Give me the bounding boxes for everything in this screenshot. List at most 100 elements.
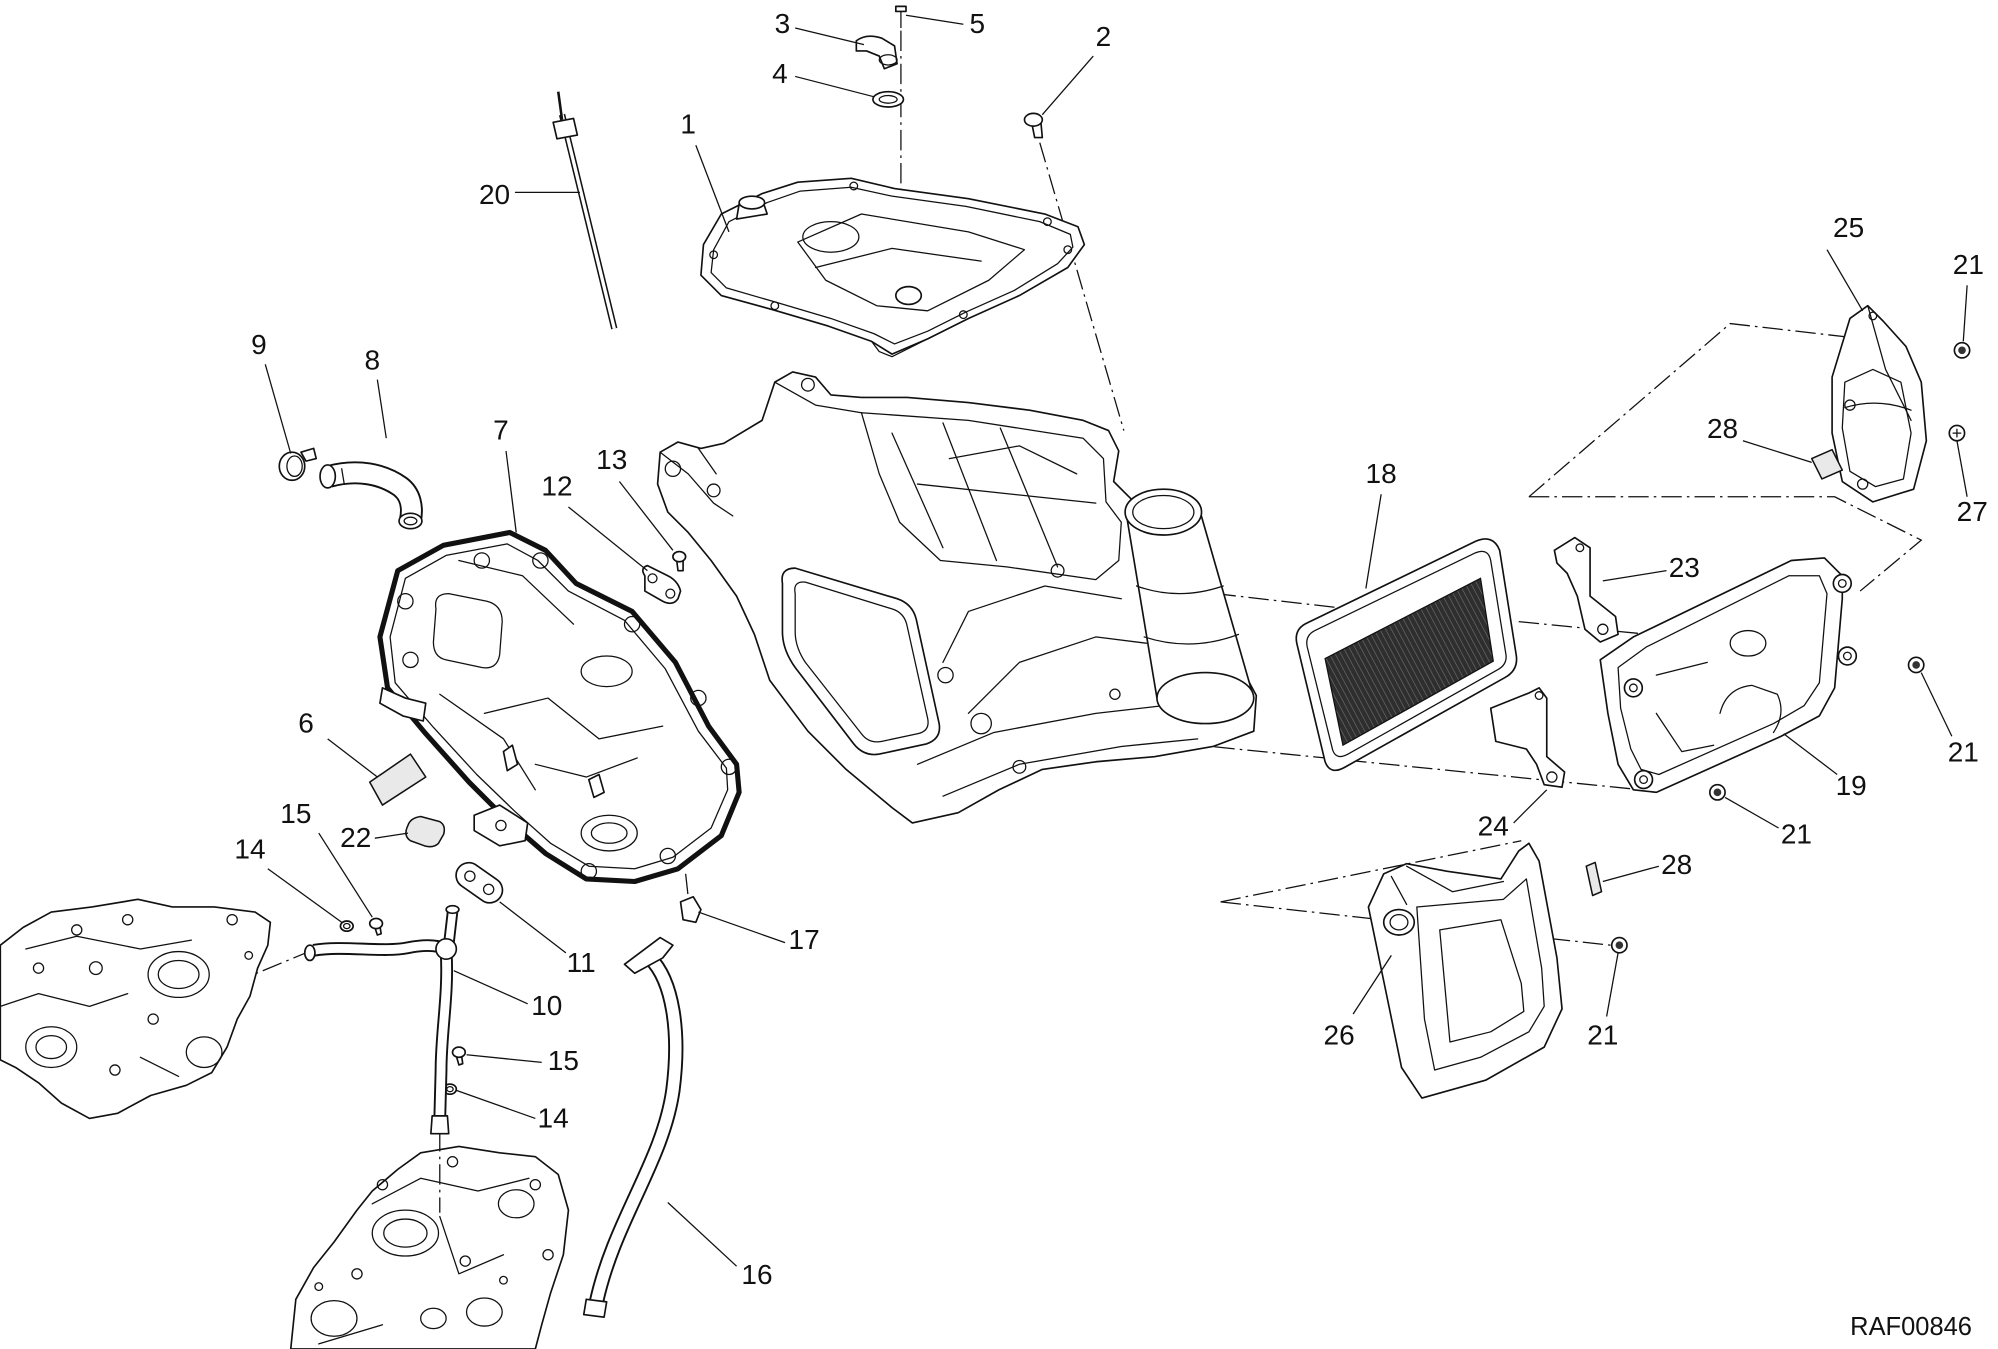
leader-line <box>456 1089 536 1120</box>
leader-line <box>1826 249 1864 312</box>
callout-label: 23 <box>1669 552 1700 583</box>
air-box-side-cover <box>377 529 742 885</box>
hose-screw-upper <box>368 917 384 936</box>
adhesive-pad-upper <box>1810 448 1844 480</box>
flange-screw <box>1708 783 1726 801</box>
leader-line <box>264 364 292 454</box>
breather-hose <box>319 461 423 530</box>
callout-label: 28 <box>1707 413 1738 444</box>
callout-label: 21 <box>1587 1020 1618 1051</box>
callout-label: 14 <box>234 834 265 865</box>
leader-line <box>453 970 528 1005</box>
callout-label: 27 <box>1957 496 1988 527</box>
adhesive-strip-lower <box>1585 861 1603 897</box>
leader-line <box>795 75 875 98</box>
callout-label: 7 <box>493 414 509 445</box>
callout-label: 4 <box>772 58 788 89</box>
leader-line <box>267 868 343 923</box>
elbow-fitting <box>855 35 898 70</box>
filter-bracket-upper <box>1553 536 1619 643</box>
drain-hose <box>582 936 684 1318</box>
leader-line <box>1605 952 1619 1017</box>
callout-label: 25 <box>1833 212 1864 243</box>
side-panel-upper <box>1831 304 1928 503</box>
cable-tie <box>552 91 618 330</box>
flange-screw <box>1953 341 1971 359</box>
leader-line <box>1352 955 1392 1015</box>
cover-screw <box>1023 112 1044 139</box>
callout-label: 21 <box>1781 818 1812 849</box>
callout-label: 5 <box>970 8 986 39</box>
air-filter <box>1295 538 1518 772</box>
leader-line <box>1365 494 1382 589</box>
air-box-cover <box>700 177 1086 358</box>
grommet <box>455 861 504 904</box>
leader-line <box>568 506 648 572</box>
callout-label: 9 <box>251 329 267 360</box>
leader-lines <box>264 14 1968 1267</box>
leader-line <box>1920 672 1953 737</box>
leader-line <box>795 27 865 46</box>
leader-line <box>1602 570 1667 582</box>
leader-line <box>1956 440 1968 497</box>
callout-label: 21 <box>1953 249 1984 280</box>
screw-top <box>894 5 907 29</box>
leader-line <box>1783 733 1838 776</box>
bracket-screw <box>672 550 687 572</box>
duct-panel-lower <box>1367 842 1563 1099</box>
callout-label: 13 <box>596 444 627 475</box>
drawing-code: RAF00846 <box>1850 1313 1972 1341</box>
hose-screw-lower <box>451 1046 467 1066</box>
callout-label: 11 <box>567 947 596 978</box>
leader-line <box>698 911 786 944</box>
leader-line <box>499 901 567 954</box>
callout-label: 26 <box>1324 1020 1355 1051</box>
leader-line <box>466 1054 542 1064</box>
leader-line <box>1742 440 1812 464</box>
leader-line <box>1513 789 1548 824</box>
callout-label: 24 <box>1478 811 1509 842</box>
callout-label: 28 <box>1661 849 1692 880</box>
hose-clamp <box>278 447 318 482</box>
filter-cover <box>1599 557 1858 794</box>
washer <box>872 90 905 108</box>
callout-labels: 3 5 4 2 1 20 9 8 7 12 13 18 25 21 28 27 … <box>234 8 1987 1290</box>
filter-bracket-lower <box>1489 687 1566 789</box>
label-sticker <box>368 753 427 806</box>
callout-label: 16 <box>741 1259 772 1290</box>
leader-line <box>1041 55 1094 116</box>
callout-label: 15 <box>548 1045 579 1076</box>
cylinder-head-horizontal <box>0 898 272 1120</box>
frame-air-box-body <box>656 371 1258 824</box>
bracket-plate <box>642 564 682 605</box>
leader-line <box>1724 796 1779 829</box>
intake-trumpet <box>1124 488 1255 725</box>
hose-washer-upper <box>339 920 354 933</box>
cylinder-head-vertical <box>289 1131 570 1349</box>
leader-line <box>318 832 373 918</box>
callout-label: 19 <box>1836 770 1867 801</box>
panel-screw <box>1948 424 1966 442</box>
callout-label: 1 <box>680 109 696 140</box>
flange-screw <box>1610 936 1628 954</box>
callout-label: 15 <box>280 798 311 829</box>
leader-line <box>667 1202 738 1267</box>
callout-label: 3 <box>775 8 791 39</box>
leader-line <box>905 14 964 25</box>
flange-screw <box>1907 656 1925 674</box>
callout-label: 14 <box>538 1102 569 1133</box>
leader-line <box>695 144 730 233</box>
rubber-plug <box>405 815 446 848</box>
callout-label: 12 <box>541 471 572 502</box>
callout-label: 18 <box>1366 458 1397 489</box>
leader-line <box>1602 865 1660 883</box>
breather-t-hose <box>303 904 460 1135</box>
leader-line <box>374 832 409 839</box>
callout-label: 22 <box>340 822 371 853</box>
hose-clip <box>679 895 702 924</box>
leader-line <box>327 738 378 778</box>
leader-line <box>618 481 674 551</box>
callout-label: 17 <box>789 924 820 955</box>
callout-label: 10 <box>531 990 562 1021</box>
